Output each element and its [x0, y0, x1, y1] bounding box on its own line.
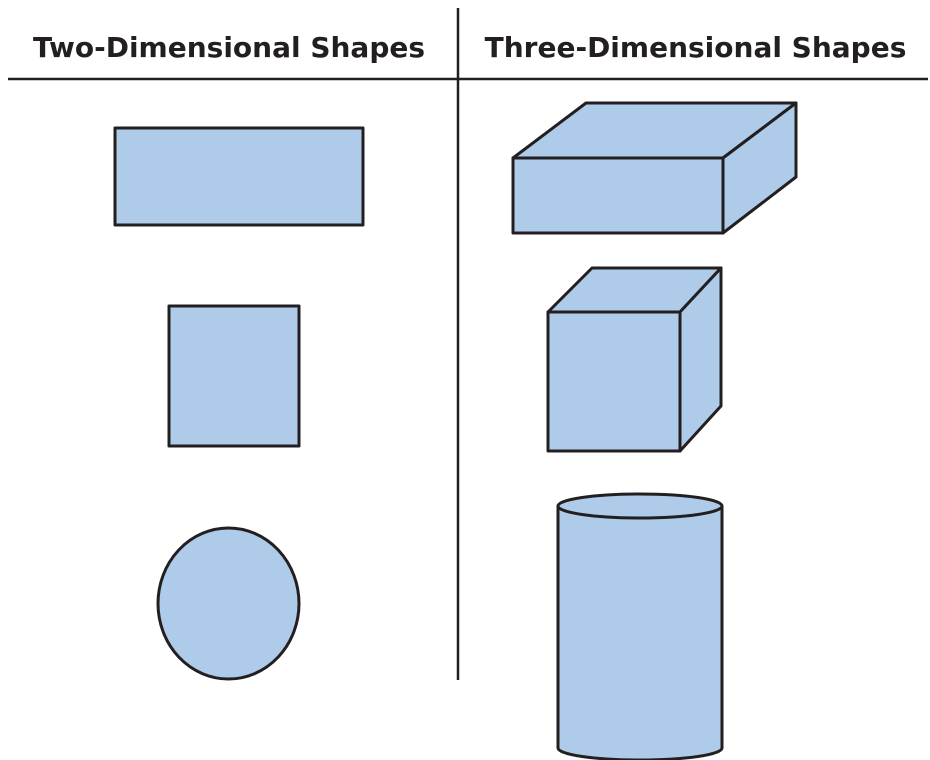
two-dimensional-heading: Two-Dimensional Shapes [32, 31, 426, 64]
three-dimensional-heading: Three-Dimensional Shapes [484, 31, 907, 64]
circle-shape [156, 526, 301, 681]
square-shape [167, 304, 301, 448]
rectangular-prism-shape [511, 101, 798, 235]
cube-shape [546, 266, 723, 453]
rectangle-shape [113, 126, 365, 227]
cylinder-shape [556, 492, 724, 760]
